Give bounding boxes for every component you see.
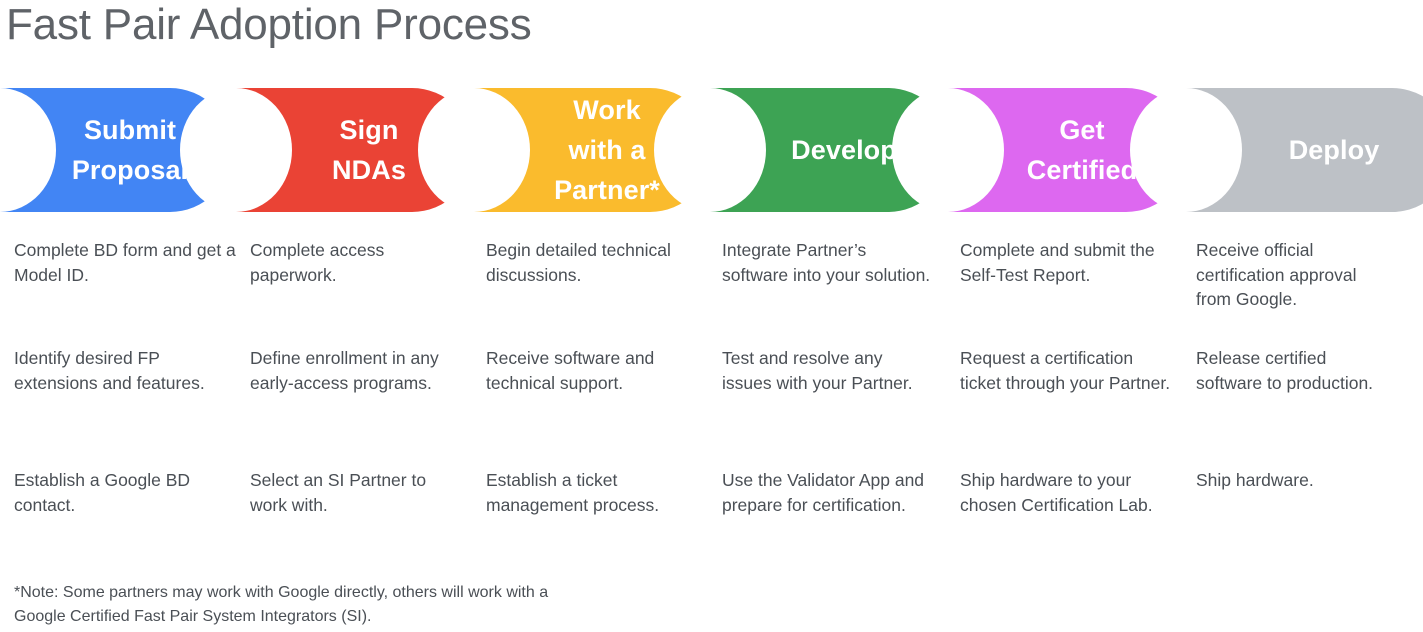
- detail-item-deploy: Ship hardware.: [1196, 470, 1314, 490]
- detail-item-sign-ndas: Define enrollment in any early-access pr…: [250, 348, 439, 393]
- stage-chevron-notch: [418, 88, 530, 212]
- detail-item-work-with-a-partner: Establish a ticket management process.: [486, 470, 660, 515]
- detail-item-submit-proposal: Complete BD form and get a Model ID.: [14, 240, 236, 285]
- stage-chevron-notch: [180, 88, 292, 212]
- stage-label: Develop: [791, 135, 897, 165]
- stage-label: Get Certified: [1026, 115, 1138, 185]
- detail-item-work-with-a-partner: Begin detailed technical discussions.: [486, 240, 671, 285]
- detail-item-submit-proposal: Establish a Google BD contact.: [14, 470, 191, 515]
- process-stage-6[interactable]: Deploy: [1130, 88, 1423, 212]
- detail-row: Establish a Google BD contact. Select an …: [0, 468, 1423, 568]
- stage-label: Deploy: [1288, 135, 1380, 165]
- detail-item-get-certified: Complete and submit the Self-Test Report…: [960, 240, 1155, 285]
- detail-row: Identify desired FP extensions and featu…: [0, 346, 1423, 446]
- detail-item-deploy: Receive official certification approval …: [1196, 240, 1357, 309]
- detail-item-get-certified: Request a certification ticket through y…: [960, 348, 1171, 393]
- stage-chevron-notch: [1130, 88, 1242, 212]
- detail-item-submit-proposal: Identify desired FP extensions and featu…: [14, 348, 205, 393]
- footnote-note: *Note: Some partners may work with Googl…: [14, 584, 549, 625]
- stage-chevron-notch: [654, 88, 766, 212]
- stage-chevron-notch: [892, 88, 1004, 212]
- detail-item-deploy: Release certified software to production…: [1196, 348, 1374, 393]
- detail-item-develop: Integrate Partner’s software into your s…: [722, 240, 931, 285]
- process-stage-band: Submit Proposal Sign NDAs Work with a Part…: [0, 88, 1423, 212]
- detail-item-work-with-a-partner: Receive software and technical support.: [486, 348, 655, 393]
- detail-item-sign-ndas: Complete access paperwork.: [250, 240, 385, 285]
- stage-label: Work with a Partner*: [554, 95, 660, 205]
- detail-item-get-certified: Ship hardware to your chosen Certificati…: [960, 470, 1153, 515]
- stage-label: Submit Proposal: [71, 115, 189, 185]
- page-title: Fast Pair Adoption Process: [6, 0, 532, 49]
- detail-row: Complete BD form and get a Model ID. Comp…: [0, 238, 1423, 338]
- detail-item-sign-ndas: Select an SI Partner to work with.: [250, 470, 427, 515]
- detail-item-develop: Use the Validator App and prepare for ce…: [722, 470, 925, 515]
- stage-label: Sign NDAs: [332, 115, 406, 185]
- detail-item-develop: Test and resolve any issues with your Pa…: [722, 348, 913, 393]
